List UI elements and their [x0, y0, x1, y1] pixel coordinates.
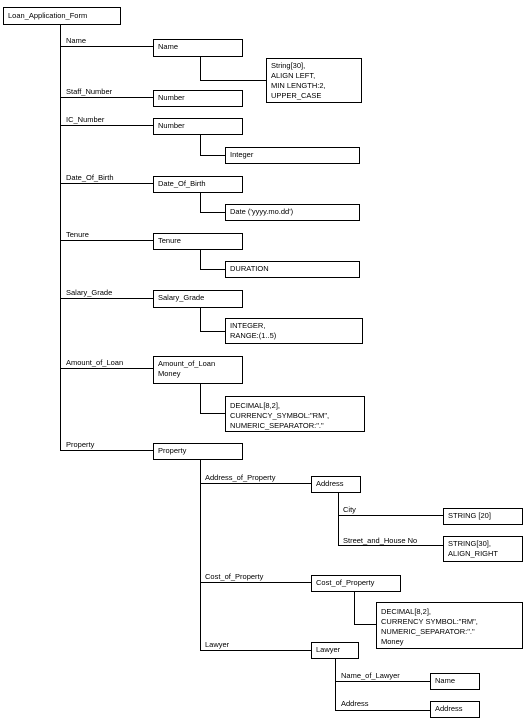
field-label-property: Property — [66, 440, 95, 449]
connector-line — [200, 413, 225, 414]
field-label-city: City — [343, 505, 356, 514]
connector-line — [335, 659, 336, 710]
spec-box-ic-number: Integer — [225, 147, 360, 164]
connector-line — [60, 240, 153, 241]
connector-line — [60, 450, 153, 451]
type-box-lawyer-address: Address — [430, 701, 480, 718]
connector-line — [354, 591, 355, 624]
type-box-date-of-birth: Date_Of_Birth — [153, 176, 243, 193]
type-box-name: Name — [153, 39, 243, 57]
connector-line — [338, 545, 443, 546]
field-label-tenure: Tenure — [66, 230, 89, 239]
connector-line — [335, 710, 430, 711]
connector-line — [60, 46, 153, 47]
field-label-lawyer-address: Address — [341, 699, 369, 708]
connector-line — [200, 307, 201, 331]
connector-line — [200, 483, 311, 484]
type-box-cost-of-property: Cost_of_Property — [311, 575, 401, 592]
connector-line — [60, 97, 153, 98]
connector-line — [60, 183, 153, 184]
spec-box-salary-grade: INTEGER, RANGE:(1..5) — [225, 318, 363, 344]
connector-line — [338, 492, 339, 545]
connector-line — [200, 192, 201, 212]
field-label-staff-number: Staff_Number — [66, 87, 113, 96]
connector-line — [60, 24, 61, 450]
connector-line — [200, 331, 225, 332]
spec-box-city: STRING [20] — [443, 508, 523, 525]
connector-line — [338, 515, 443, 516]
spec-box-name: String[30], ALIGN LEFT, MIN LENGTH:2, UP… — [266, 58, 362, 103]
type-box-staff-number: Number — [153, 90, 243, 107]
field-label-amount-of-loan: Amount_of_Loan — [66, 358, 124, 367]
connector-line — [200, 155, 225, 156]
connector-line — [200, 56, 201, 80]
connector-line — [200, 134, 201, 155]
connector-line — [200, 459, 201, 650]
connector-line — [200, 249, 201, 269]
type-box-ic-number: Number — [153, 118, 243, 135]
field-label-street: Street_and_House No — [343, 536, 418, 545]
connector-line — [200, 582, 311, 583]
field-label-name: Name — [66, 36, 87, 45]
connector-line — [354, 624, 376, 625]
type-box-name-of-lawyer: Name — [430, 673, 480, 690]
connector-line — [335, 681, 430, 682]
spec-box-amount-of-loan: DECIMAL[8,2], CURRENCY_SYMBOL:"RM", NUME… — [225, 396, 365, 432]
field-label-ic-number: IC_Number — [66, 115, 105, 124]
spec-box-cost-of-property: DECIMAL[8,2], CURRENCY SYMBOL:"RM", NUME… — [376, 602, 523, 649]
type-box-salary-grade: Salary_Grade — [153, 290, 243, 308]
type-box-tenure: Tenure — [153, 233, 243, 250]
connector-line — [60, 368, 153, 369]
spec-box-tenure: DURATION — [225, 261, 360, 278]
connector-line — [200, 383, 201, 413]
connector-line — [200, 269, 225, 270]
spec-box-date-of-birth: Date ('yyyy.mo.dd') — [225, 204, 360, 221]
root-box: Loan_Application_Form — [3, 7, 121, 25]
type-box-lawyer: Lawyer — [311, 642, 359, 659]
connector-line — [60, 125, 153, 126]
field-label-salary-grade: Salary_Grade — [66, 288, 113, 297]
connector-line — [200, 212, 225, 213]
type-box-amount-of-loan: Amount_of_Loan Money — [153, 356, 243, 384]
type-box-property: Property — [153, 443, 243, 460]
connector-line — [60, 298, 153, 299]
connector-line — [200, 80, 266, 81]
type-box-address: Address — [311, 476, 361, 493]
field-label-cost-of-property: Cost_of_Property — [205, 572, 264, 581]
field-label-lawyer: Lawyer — [205, 640, 230, 649]
connector-line — [200, 650, 311, 651]
spec-box-street: STRING[30], ALIGN_RIGHT — [443, 536, 523, 562]
field-label-date-of-birth: Date_Of_Birth — [66, 173, 114, 182]
field-label-address-of-property: Address_of_Property — [205, 473, 276, 482]
field-label-name-of-lawyer: Name_of_Lawyer — [341, 671, 400, 680]
